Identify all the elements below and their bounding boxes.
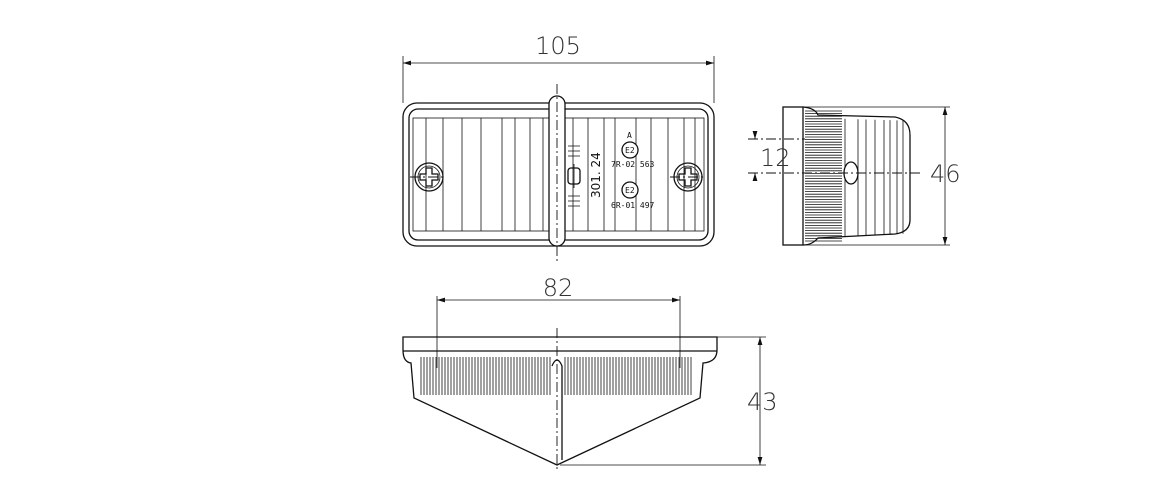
part-number: 301. 24 bbox=[589, 152, 603, 198]
side-view: 46 12 bbox=[748, 106, 961, 246]
approval-mark-1: E2 bbox=[625, 146, 635, 155]
approval-code-1: 7R-02 563 bbox=[611, 160, 655, 169]
bottom-view: 82 43 bbox=[402, 274, 778, 470]
front-view: 301. 24 A E2 7R-02 563 E2 6R-01 497 105 bbox=[402, 32, 715, 264]
logo-mark-icon bbox=[567, 145, 581, 207]
dimension-offset: 12 bbox=[760, 144, 791, 172]
dimension-height: 46 bbox=[930, 160, 961, 188]
dimension-depth: 43 bbox=[747, 388, 778, 416]
screw-left-icon bbox=[414, 162, 444, 192]
approval-class: A bbox=[627, 131, 632, 140]
approval-code-2: 6R-01 497 bbox=[611, 201, 655, 210]
dimension-width: 105 bbox=[535, 32, 581, 60]
screw-right-icon bbox=[673, 162, 703, 192]
approval-mark-2: E2 bbox=[625, 186, 635, 195]
dimension-mount-spacing: 82 bbox=[543, 274, 574, 302]
